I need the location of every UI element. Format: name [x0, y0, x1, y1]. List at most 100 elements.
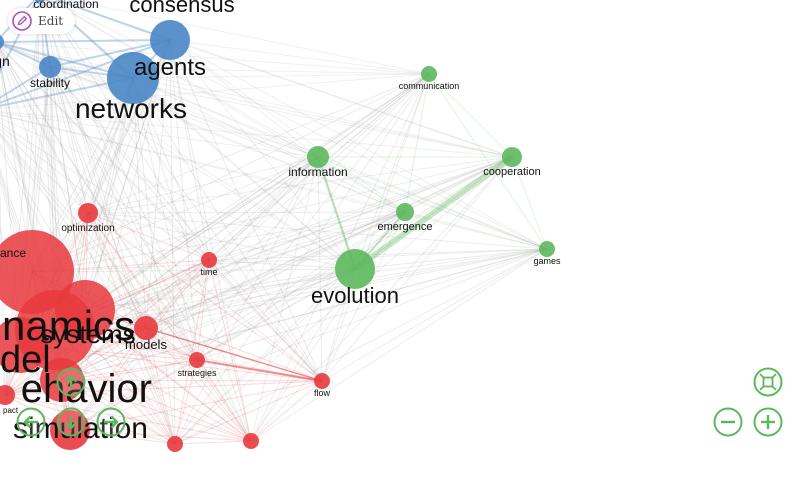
pan-down-button[interactable] — [56, 407, 86, 437]
graph-edge — [250, 211, 406, 442]
graph-edge — [145, 327, 176, 445]
graph-node-time[interactable] — [201, 252, 217, 268]
graph-edge — [250, 268, 356, 442]
graph-edge — [84, 248, 548, 311]
graph-edge — [42, 0, 198, 361]
graph-node-stability[interactable] — [39, 56, 61, 78]
graph-node-cooperation[interactable] — [502, 147, 522, 167]
zoom-out-button[interactable] — [713, 407, 743, 437]
graph-node-optimization[interactable] — [78, 203, 98, 223]
graph-edge — [0, 48, 89, 214]
graph-edge — [31, 268, 356, 273]
graph-edge — [61, 268, 356, 381]
node-label-optimization: optimization — [61, 223, 114, 234]
graph-edge — [404, 73, 430, 213]
node-label-performance: ance — [0, 246, 26, 260]
graph-edge — [87, 73, 430, 214]
graph-edge — [145, 327, 323, 382]
graph-edge — [84, 268, 356, 311]
edit-button[interactable]: Edit — [8, 8, 76, 34]
graph-node-flow[interactable] — [314, 373, 330, 389]
graph-edge — [55, 0, 513, 158]
graph-edge — [208, 259, 323, 382]
graph-edge — [208, 248, 548, 261]
graph-edge — [0, 47, 252, 442]
graph-edge — [321, 73, 430, 382]
zoom-in-button[interactable] — [753, 407, 783, 437]
node-label-models: models — [125, 337, 167, 352]
graph-edge — [174, 268, 356, 445]
graph-edge — [317, 156, 548, 250]
graph-edge — [145, 156, 513, 329]
graph-edge — [87, 156, 319, 214]
graph-node-strategies[interactable] — [189, 352, 205, 368]
graph-labels: networksgnstabilitycoordinationconsensus… — [0, 0, 561, 445]
graph-edge — [87, 212, 548, 250]
node-label-dynamics: namics — [2, 302, 135, 349]
graph-node-communication[interactable] — [421, 66, 437, 82]
graph-edge — [69, 156, 513, 431]
graph-edge — [0, 125, 323, 382]
pan-down-icon — [56, 407, 86, 437]
node-label-stability: stability — [30, 76, 70, 90]
graph-nodes[interactable] — [0, 0, 555, 452]
graph-node-simulation[interactable] — [50, 410, 90, 450]
graph-node-model[interactable] — [0, 317, 48, 373]
graph-node-agents[interactable] — [107, 52, 159, 104]
pan-right-icon — [96, 407, 126, 437]
graph-edge — [174, 380, 323, 445]
graph-edge — [41, 0, 176, 445]
graph-edge — [69, 248, 548, 431]
graph-edge — [49, 66, 323, 382]
graph-node-design[interactable] — [0, 34, 4, 50]
graph-edge — [196, 248, 548, 361]
node-label-networks: networks — [75, 93, 187, 124]
pan-up-button[interactable] — [56, 367, 86, 397]
graph-edge — [49, 66, 198, 361]
graph-edge — [0, 132, 198, 361]
graph-edge — [61, 359, 198, 381]
graph-edge — [87, 212, 323, 382]
graph-edge — [317, 156, 323, 382]
graph-edge — [0, 117, 356, 270]
graph-edge — [0, 135, 147, 329]
graph-edge — [354, 156, 513, 270]
graph-edge — [69, 259, 210, 431]
graph-edge — [54, 329, 323, 382]
node-label-emergence: emergence — [377, 221, 432, 233]
graph-node-coordination[interactable] — [32, 0, 48, 2]
graph-edge — [49, 66, 176, 445]
graph-node-impact[interactable] — [0, 385, 15, 405]
fit-screen-button[interactable] — [753, 367, 783, 397]
graph-edge — [87, 156, 513, 214]
graph-edge — [196, 211, 406, 361]
graph-node-information[interactable] — [307, 146, 329, 168]
graph-edge — [145, 327, 323, 382]
graph-edge — [132, 77, 513, 158]
node-label-games: games — [533, 256, 561, 266]
graph-node-extra2[interactable] — [243, 433, 259, 449]
graph-edge — [49, 0, 406, 213]
graph-node-consensus[interactable] — [150, 20, 190, 60]
pan-right-button[interactable] — [96, 407, 126, 437]
graph-edge — [196, 268, 356, 361]
graph-edge — [354, 248, 548, 270]
graph-edge — [61, 73, 430, 381]
graph-node-models[interactable] — [134, 316, 158, 340]
graph-edge — [49, 66, 147, 329]
graph-node-extra1[interactable] — [167, 436, 183, 452]
node-label-communication: communication — [399, 81, 460, 91]
graph-node-evolution[interactable] — [335, 249, 375, 289]
graph-edge — [428, 73, 548, 250]
graph-node-games[interactable] — [539, 241, 555, 257]
node-label-agents: agents — [134, 54, 206, 81]
graph-edge — [61, 211, 406, 381]
graph-edge — [61, 379, 252, 442]
pan-left-button[interactable] — [16, 407, 46, 437]
graph-edge — [145, 259, 210, 329]
graph-edge — [49, 66, 319, 158]
graph-edge — [40, 0, 86, 311]
graph-edge — [66, 0, 430, 75]
graph-node-emergence[interactable] — [396, 203, 414, 221]
